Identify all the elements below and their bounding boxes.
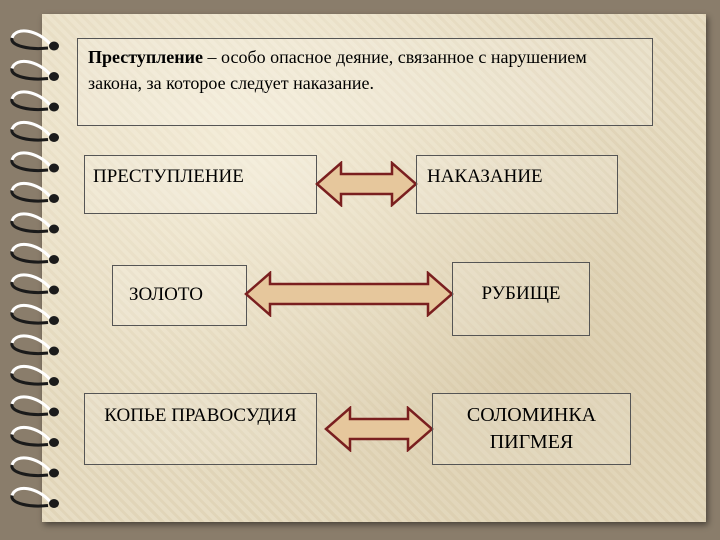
pair-3-double-arrow [324, 406, 434, 452]
spiral-ring [10, 273, 59, 295]
spiral-ring [10, 181, 59, 203]
pair-1-right-box: НАКАЗАНИЕ [416, 155, 618, 214]
arrow-shape [324, 406, 434, 452]
spiral-ring [10, 456, 59, 478]
pair-1-double-arrow [315, 161, 418, 207]
pair-3-left-box: КОПЬЕ ПРАВОСУДИЯ [84, 393, 317, 465]
arrow-shape [315, 161, 418, 207]
pair-2-left-box: ЗОЛОТО [112, 265, 247, 326]
spiral-ring [10, 425, 59, 447]
arrow-shape [244, 271, 454, 317]
spiral-ring [10, 242, 59, 264]
pair-1-right-label: НАКАЗАНИЕ [427, 166, 543, 187]
definition-text: – особо опасное деяние, связанное с нару… [88, 47, 587, 93]
pair-2-right-label: РУБИЩЕ [481, 283, 561, 304]
spiral-binding [10, 29, 59, 508]
spiral-ring [10, 212, 59, 234]
pair-2-left-label: ЗОЛОТО [129, 284, 203, 305]
pair-1-left-box: ПРЕСТУПЛЕНИЕ [84, 155, 317, 214]
definition-box: Преступление – особо опасное деяние, свя… [77, 38, 653, 126]
spiral-ring [10, 486, 59, 508]
spiral-ring [10, 334, 59, 356]
notebook-page [42, 14, 706, 522]
spiral-ring [10, 59, 59, 81]
spiral-ring [10, 90, 59, 112]
pair-3-left-label: КОПЬЕ ПРАВОСУДИЯ [104, 405, 297, 426]
spiral-ring [10, 364, 59, 386]
spiral-ring [10, 120, 59, 142]
pair-1-left-label: ПРЕСТУПЛЕНИЕ [93, 166, 244, 187]
spiral-ring [10, 303, 59, 325]
spiral-ring [10, 151, 59, 173]
spiral-ring [10, 395, 59, 417]
pair-3-right-label: СОЛОМИНКА ПИГМЕЯ [466, 404, 597, 453]
spiral-ring [10, 29, 59, 51]
pair-3-right-box: СОЛОМИНКА ПИГМЕЯ [432, 393, 631, 465]
pair-2-double-arrow [244, 271, 454, 317]
pair-2-right-box: РУБИЩЕ [452, 262, 590, 336]
definition-term: Преступление [88, 47, 204, 67]
